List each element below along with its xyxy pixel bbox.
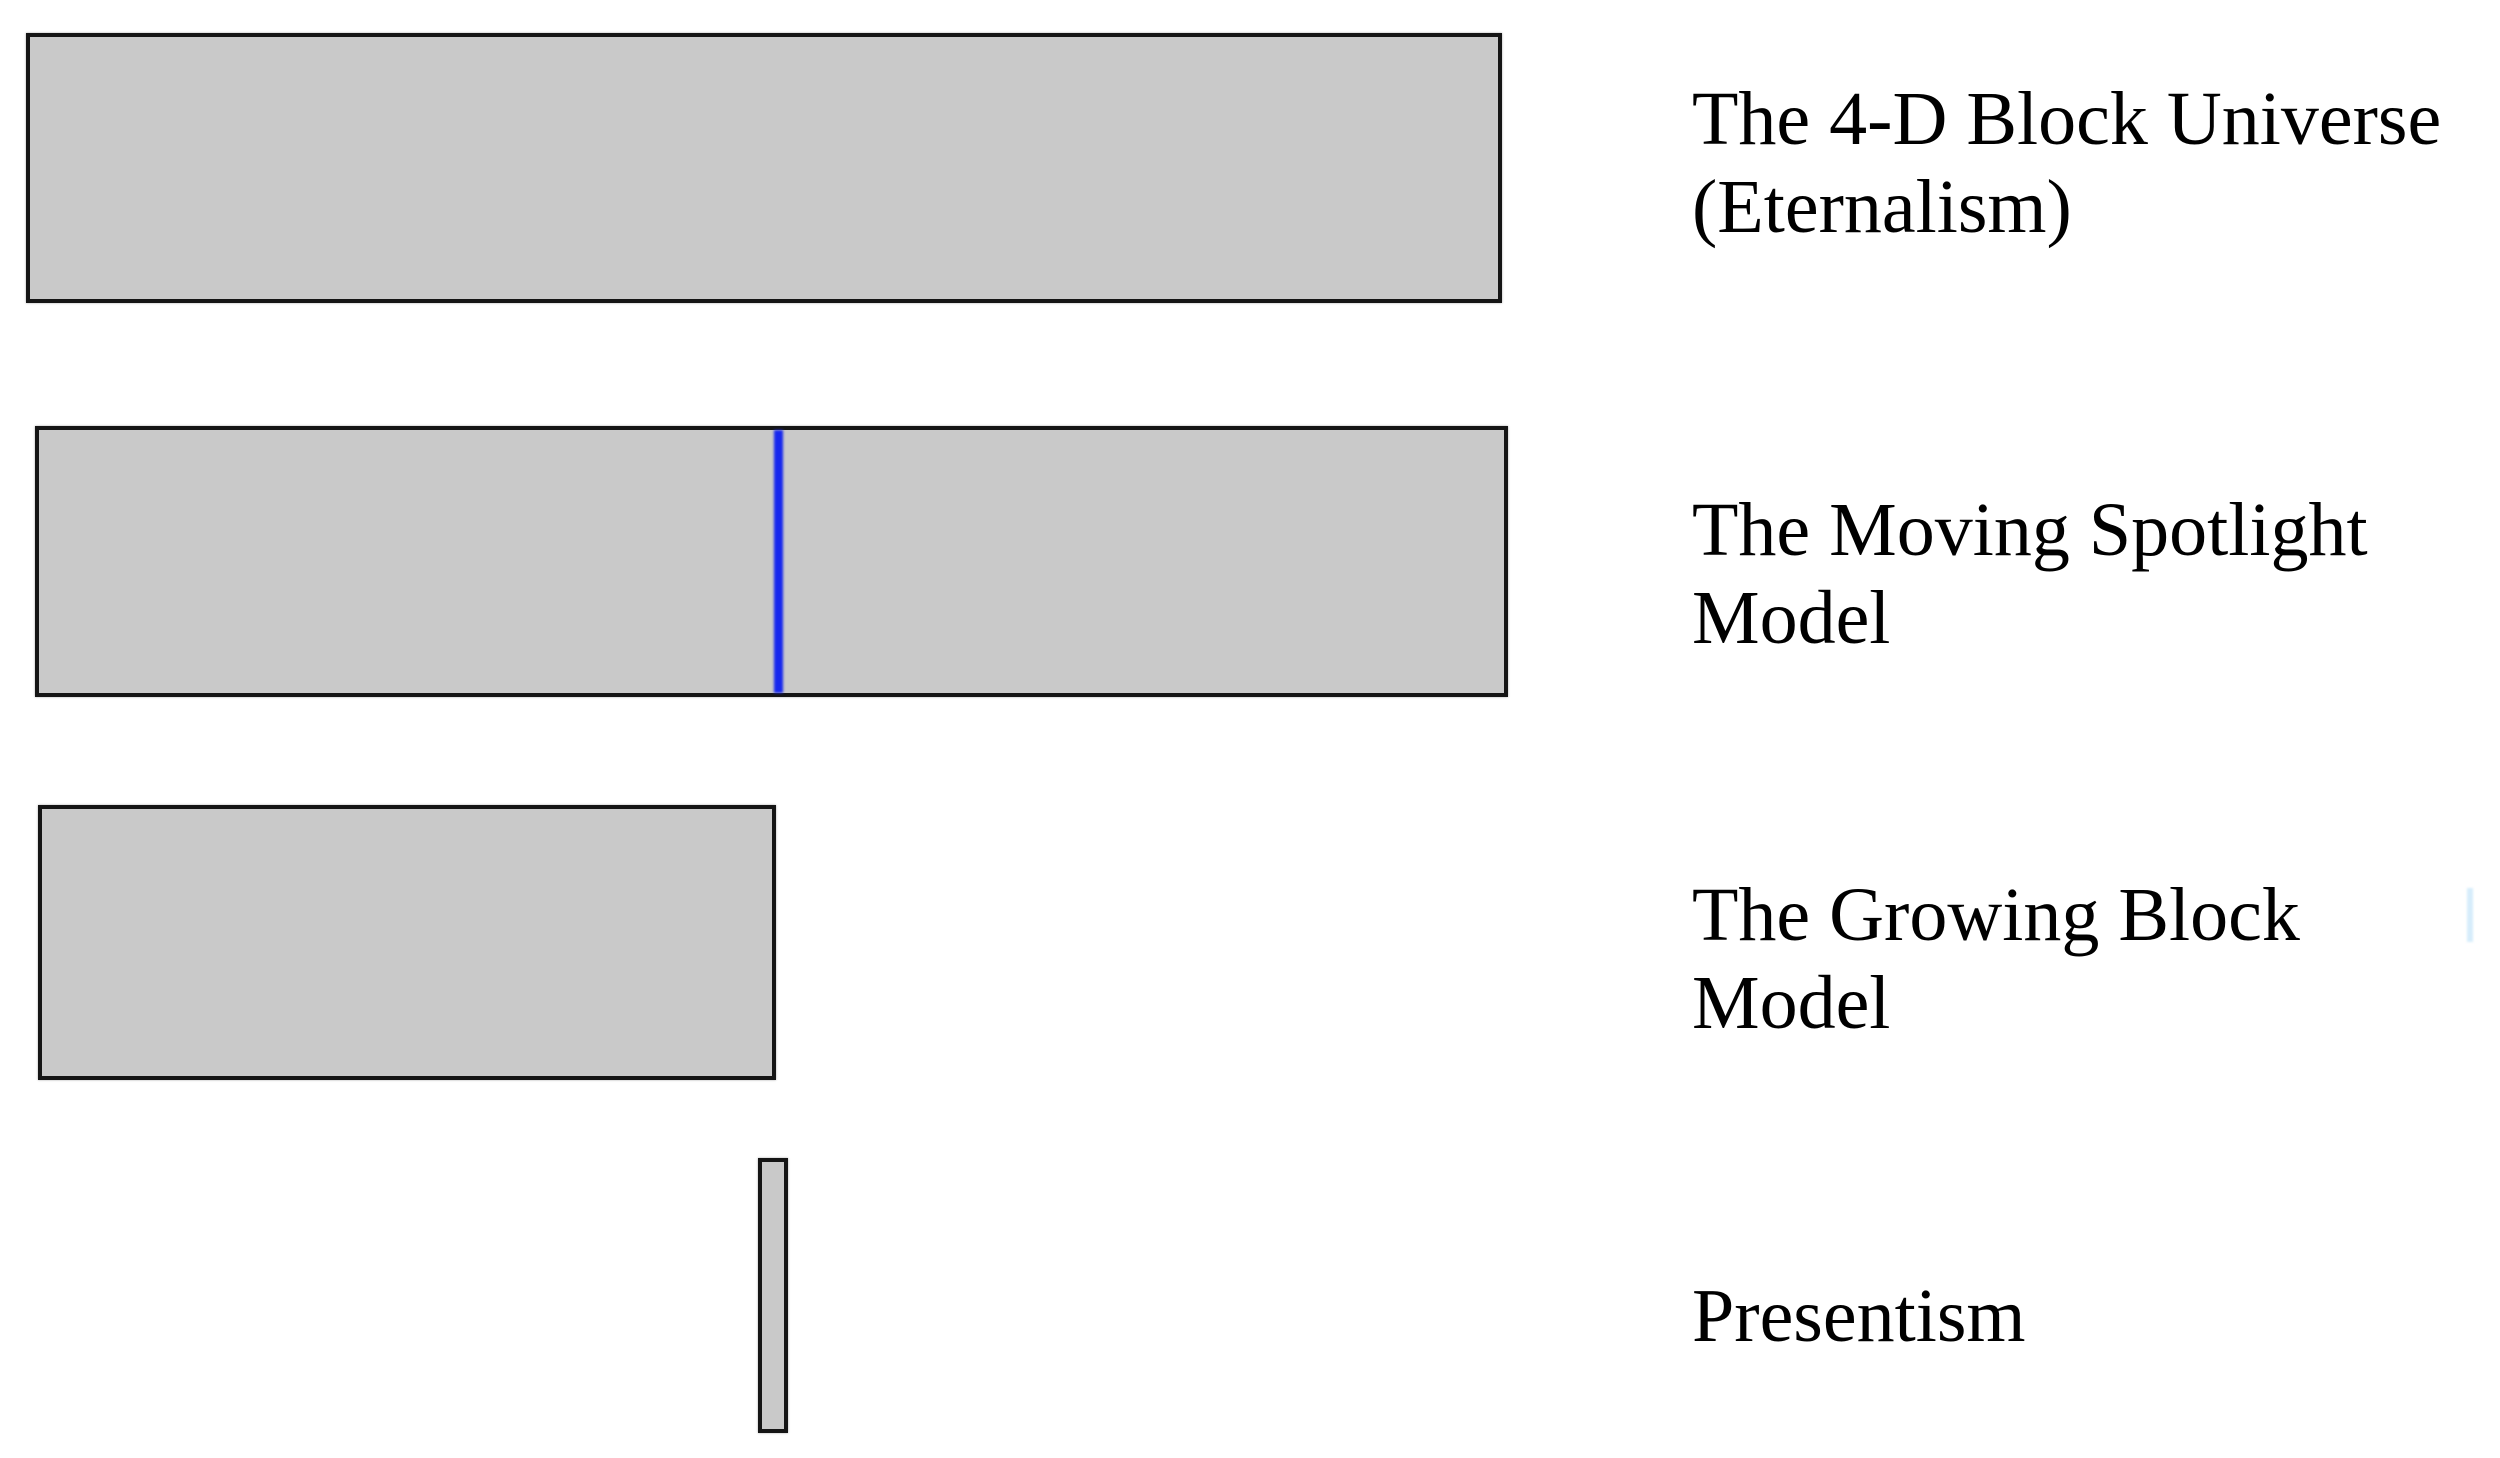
label-presentism: Presentism: [1692, 1272, 2482, 1360]
label-moving-spotlight-line2: Model: [1692, 576, 1891, 660]
bar-block-universe: [26, 33, 1502, 303]
label-growing-block-line2: Model: [1692, 961, 1891, 1045]
label-growing-block-line1: The Growing Block: [1692, 873, 2300, 957]
label-growing-block: The Growing Block Model: [1692, 871, 2482, 1047]
bar-growing-block: [38, 805, 776, 1080]
label-block-universe: The 4-D Block Universe (Eternalism): [1692, 75, 2482, 251]
bar-moving-spotlight: [35, 426, 1508, 697]
label-block-universe-line2: (Eternalism): [1692, 165, 2072, 249]
label-moving-spotlight: The Moving Spotlight Model: [1692, 486, 2482, 662]
label-block-universe-line1: The 4-D Block Universe: [1692, 77, 2442, 161]
edge-artifact: [2467, 888, 2473, 942]
label-moving-spotlight-line1: The Moving Spotlight: [1692, 488, 2368, 572]
bar-presentism: [758, 1158, 788, 1433]
label-presentism-line1: Presentism: [1692, 1274, 2026, 1358]
now-marker-line: [774, 430, 783, 693]
